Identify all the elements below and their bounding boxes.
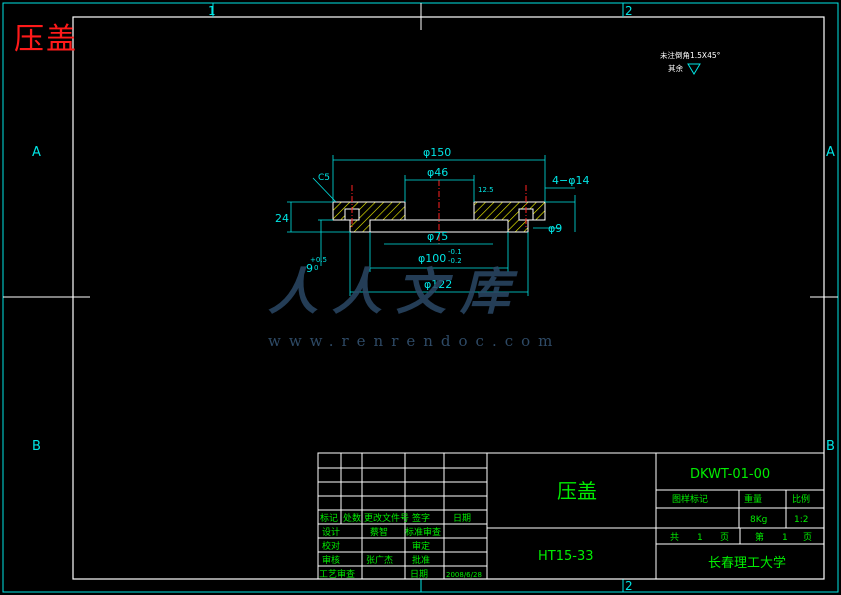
row-check-label: 校对: [322, 540, 340, 552]
mass-label: 重量: [744, 493, 762, 505]
note-chamfer: 未注倒角1.5X45°: [660, 50, 721, 60]
dim-h9: 9: [306, 262, 313, 275]
stage-label: 图样标记: [672, 493, 708, 505]
hdr-mark: 标记: [320, 512, 338, 524]
dim-h9-tol-lo: 0: [314, 264, 318, 272]
dim-d75: φ75: [427, 230, 448, 243]
hdr-change-doc: 更改文件号: [364, 512, 409, 524]
dim-d122: φ122: [424, 278, 452, 291]
dim-d150: φ150: [423, 146, 451, 159]
scale-label: 比例: [792, 493, 810, 505]
part-name: 压盖: [557, 479, 597, 503]
title-block-frame: [317, 452, 825, 580]
zone-row-b-left: B: [32, 439, 41, 454]
note-rest: 其余: [668, 63, 683, 73]
section-left-hatch: [332, 201, 406, 233]
row-review-name: 张广杰: [366, 554, 393, 566]
row-design-label: 设计: [322, 526, 340, 538]
drawing-number: DKWT-01-00: [690, 467, 770, 482]
section-right-hatch: [473, 201, 546, 233]
dim-h9-tol-up: +0.5: [310, 256, 327, 264]
sheet-total-num: 1: [697, 533, 703, 543]
row-check-approve: 审定: [412, 540, 430, 552]
row-design-name: 蔡智: [370, 526, 388, 538]
watermark-url: www.renrendoc.com: [268, 332, 561, 350]
sheet-no-pre: 第: [755, 531, 764, 543]
dim-d46: φ46: [427, 166, 448, 179]
scale-value: 1:2: [794, 515, 808, 525]
row-design-std: 标准审查: [405, 526, 441, 538]
dim-d100-tol-lo: -0.2: [448, 257, 462, 265]
zone-col-1-top: 1: [208, 4, 216, 18]
part-section: [332, 180, 546, 245]
school-name: 长春理工大学: [708, 555, 786, 571]
dimension-lines: [287, 155, 576, 296]
hdr-sign: 签字: [412, 512, 430, 524]
row-process-label: 工艺审查: [319, 568, 355, 580]
hdr-count: 处数: [343, 512, 361, 524]
sheet-total-pre: 共: [670, 532, 679, 543]
zone-row-a-right: A: [826, 145, 835, 160]
sheet-no-post: 页: [803, 532, 812, 543]
row-process-date: 2008/6/28: [446, 571, 482, 579]
row-process-date-label: 日期: [410, 569, 428, 580]
dim-c5: C5: [318, 173, 330, 183]
zone-row-b-right: B: [826, 439, 835, 454]
dim-d9: φ9: [548, 222, 562, 235]
roughness-symbol-icon: [687, 63, 701, 75]
row-review-approve: 批准: [412, 554, 430, 566]
row-review-label: 审核: [322, 554, 340, 566]
sheet-no-num: 1: [782, 533, 788, 543]
dim-d100: φ100: [418, 252, 446, 265]
zone-col-2-bottom: 2: [625, 579, 633, 593]
page-title: 压盖: [14, 22, 78, 57]
watermark-cn: 人人文库: [268, 262, 524, 321]
dim-holes: 4−φ14: [552, 174, 589, 187]
dim-h24: 24: [275, 212, 289, 225]
dim-r125: 12.5: [478, 186, 494, 194]
material: HT15-33: [538, 549, 594, 564]
hdr-date: 日期: [453, 513, 471, 524]
zone-col-2-top: 2: [625, 4, 633, 18]
sheet-total-post: 页: [720, 532, 729, 543]
dim-d100-tol-up: -0.1: [448, 248, 462, 256]
mass-value: 8Kg: [750, 515, 767, 525]
zone-row-a-left: A: [32, 145, 41, 160]
